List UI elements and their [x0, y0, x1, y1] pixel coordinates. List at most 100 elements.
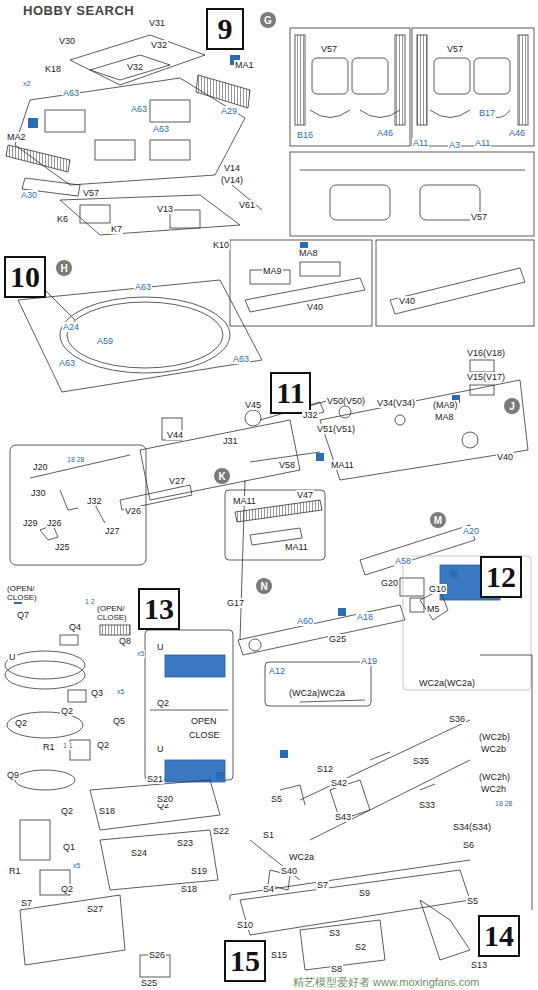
sub-step-letter: M: [434, 515, 442, 526]
part-number: MA11: [232, 496, 257, 506]
part-number: S5: [270, 794, 283, 804]
sub-step-circle: M: [430, 512, 446, 528]
part-number: Q2: [60, 884, 74, 894]
sub-step-circle: G: [260, 12, 276, 28]
part-number: V31: [148, 18, 166, 28]
part-number: V15(V17): [466, 372, 506, 382]
part-number: S36: [448, 714, 466, 724]
part-number: S7: [316, 880, 329, 890]
part-number: S22: [212, 826, 230, 836]
part-number: (WC2h): [478, 772, 511, 782]
part-number: J26: [46, 518, 63, 528]
part-number: MA11: [284, 542, 309, 552]
part-number: B16: [296, 130, 314, 140]
part-number: WC2a(WC2a): [418, 678, 476, 688]
part-number: Q2: [14, 718, 28, 728]
part-number: A46: [376, 128, 394, 138]
part-number: J27: [104, 526, 121, 536]
part-number: A30: [20, 190, 38, 200]
sub-step-letter: N: [260, 581, 267, 592]
part-number: U: [8, 652, 17, 662]
part-number: A63: [134, 282, 152, 292]
quantity-mark: x5: [116, 688, 125, 696]
part-number: (V14): [220, 175, 244, 185]
part-number: A20: [462, 526, 480, 536]
note: (OPEN/ CLOSE): [96, 604, 138, 622]
part-number: S1: [262, 830, 275, 840]
step-number: 15: [230, 944, 260, 978]
part-number: U: [156, 642, 165, 652]
step-number-box: 14: [478, 915, 520, 957]
part-number: S35: [412, 756, 430, 766]
part-number: A29: [220, 106, 238, 116]
step-number: 10: [10, 260, 40, 294]
sub-step-circle: J: [504, 398, 520, 414]
part-number: G20: [380, 578, 399, 588]
part-number: S18: [98, 806, 116, 816]
part-number: Q2: [156, 698, 170, 708]
part-number: A46: [508, 128, 526, 138]
part-number: S43: [334, 812, 352, 822]
step-number-box: 15: [224, 940, 266, 982]
part-number: V32: [150, 40, 168, 50]
part-number: S19: [190, 866, 208, 876]
part-number: V34(V34): [376, 398, 416, 408]
part-number: S18: [180, 884, 198, 894]
part-number: V57: [470, 212, 488, 222]
part-number: V40: [306, 302, 324, 312]
part-number: R1: [42, 742, 56, 752]
part-number: V14: [223, 163, 241, 173]
part-number: V58: [278, 460, 296, 470]
part-number: Q2: [96, 740, 110, 750]
quantity-mark: 1 1: [62, 742, 74, 750]
part-number: V40: [496, 452, 514, 462]
part-number: A60: [296, 616, 314, 626]
part-number: WC2b: [480, 744, 507, 754]
part-number: A63: [232, 354, 250, 364]
step-number-box: 11: [270, 372, 311, 414]
quantity-mark: x5: [72, 862, 81, 870]
watermark-logo: HOBBY SEARCH: [22, 4, 135, 18]
part-number: S25: [140, 978, 158, 988]
part-number: K7: [110, 224, 123, 234]
part-number: G10: [428, 584, 447, 594]
part-number: K6: [56, 214, 69, 224]
part-number: V27: [168, 476, 186, 486]
part-number: V51(V51): [316, 424, 356, 434]
part-number: CLOSE: [188, 730, 221, 740]
step-number-box: 13: [138, 588, 180, 630]
part-number: V57: [320, 44, 338, 54]
part-number: V57: [82, 188, 100, 198]
part-number: Q3: [90, 688, 104, 698]
part-number: A59: [96, 336, 114, 346]
part-number: V50(V50): [326, 396, 366, 406]
sub-step-circle: H: [56, 260, 72, 276]
part-number: MA1: [234, 60, 255, 70]
part-number: J30: [30, 488, 47, 498]
part-number: U: [156, 744, 165, 754]
part-number: Q2: [60, 706, 74, 716]
part-number: V13: [156, 204, 174, 214]
sub-step-letter: K: [218, 471, 225, 482]
part-number: V26: [124, 506, 142, 516]
part-number: OPEN: [190, 716, 218, 726]
part-number: MA8: [298, 248, 319, 258]
part-number: MA9: [262, 266, 283, 276]
part-number: V61: [238, 200, 256, 210]
part-number: V47: [296, 490, 314, 500]
part-number: A24: [62, 322, 80, 332]
note: (OPEN/ CLOSE): [6, 584, 48, 602]
part-number: A63: [62, 88, 80, 98]
part-number: A18: [356, 612, 374, 622]
part-number: S8: [330, 964, 343, 974]
step-number: 11: [276, 376, 304, 410]
part-number: V57: [446, 44, 464, 54]
part-number: K10: [212, 240, 230, 250]
part-number: R1: [8, 866, 22, 876]
part-number: Q4: [68, 622, 82, 632]
part-number: Q5: [112, 716, 126, 726]
sub-step-circle: N: [256, 578, 272, 594]
part-number: A19: [360, 656, 378, 666]
part-number: S9: [358, 888, 371, 898]
part-number: MA8: [434, 412, 455, 422]
